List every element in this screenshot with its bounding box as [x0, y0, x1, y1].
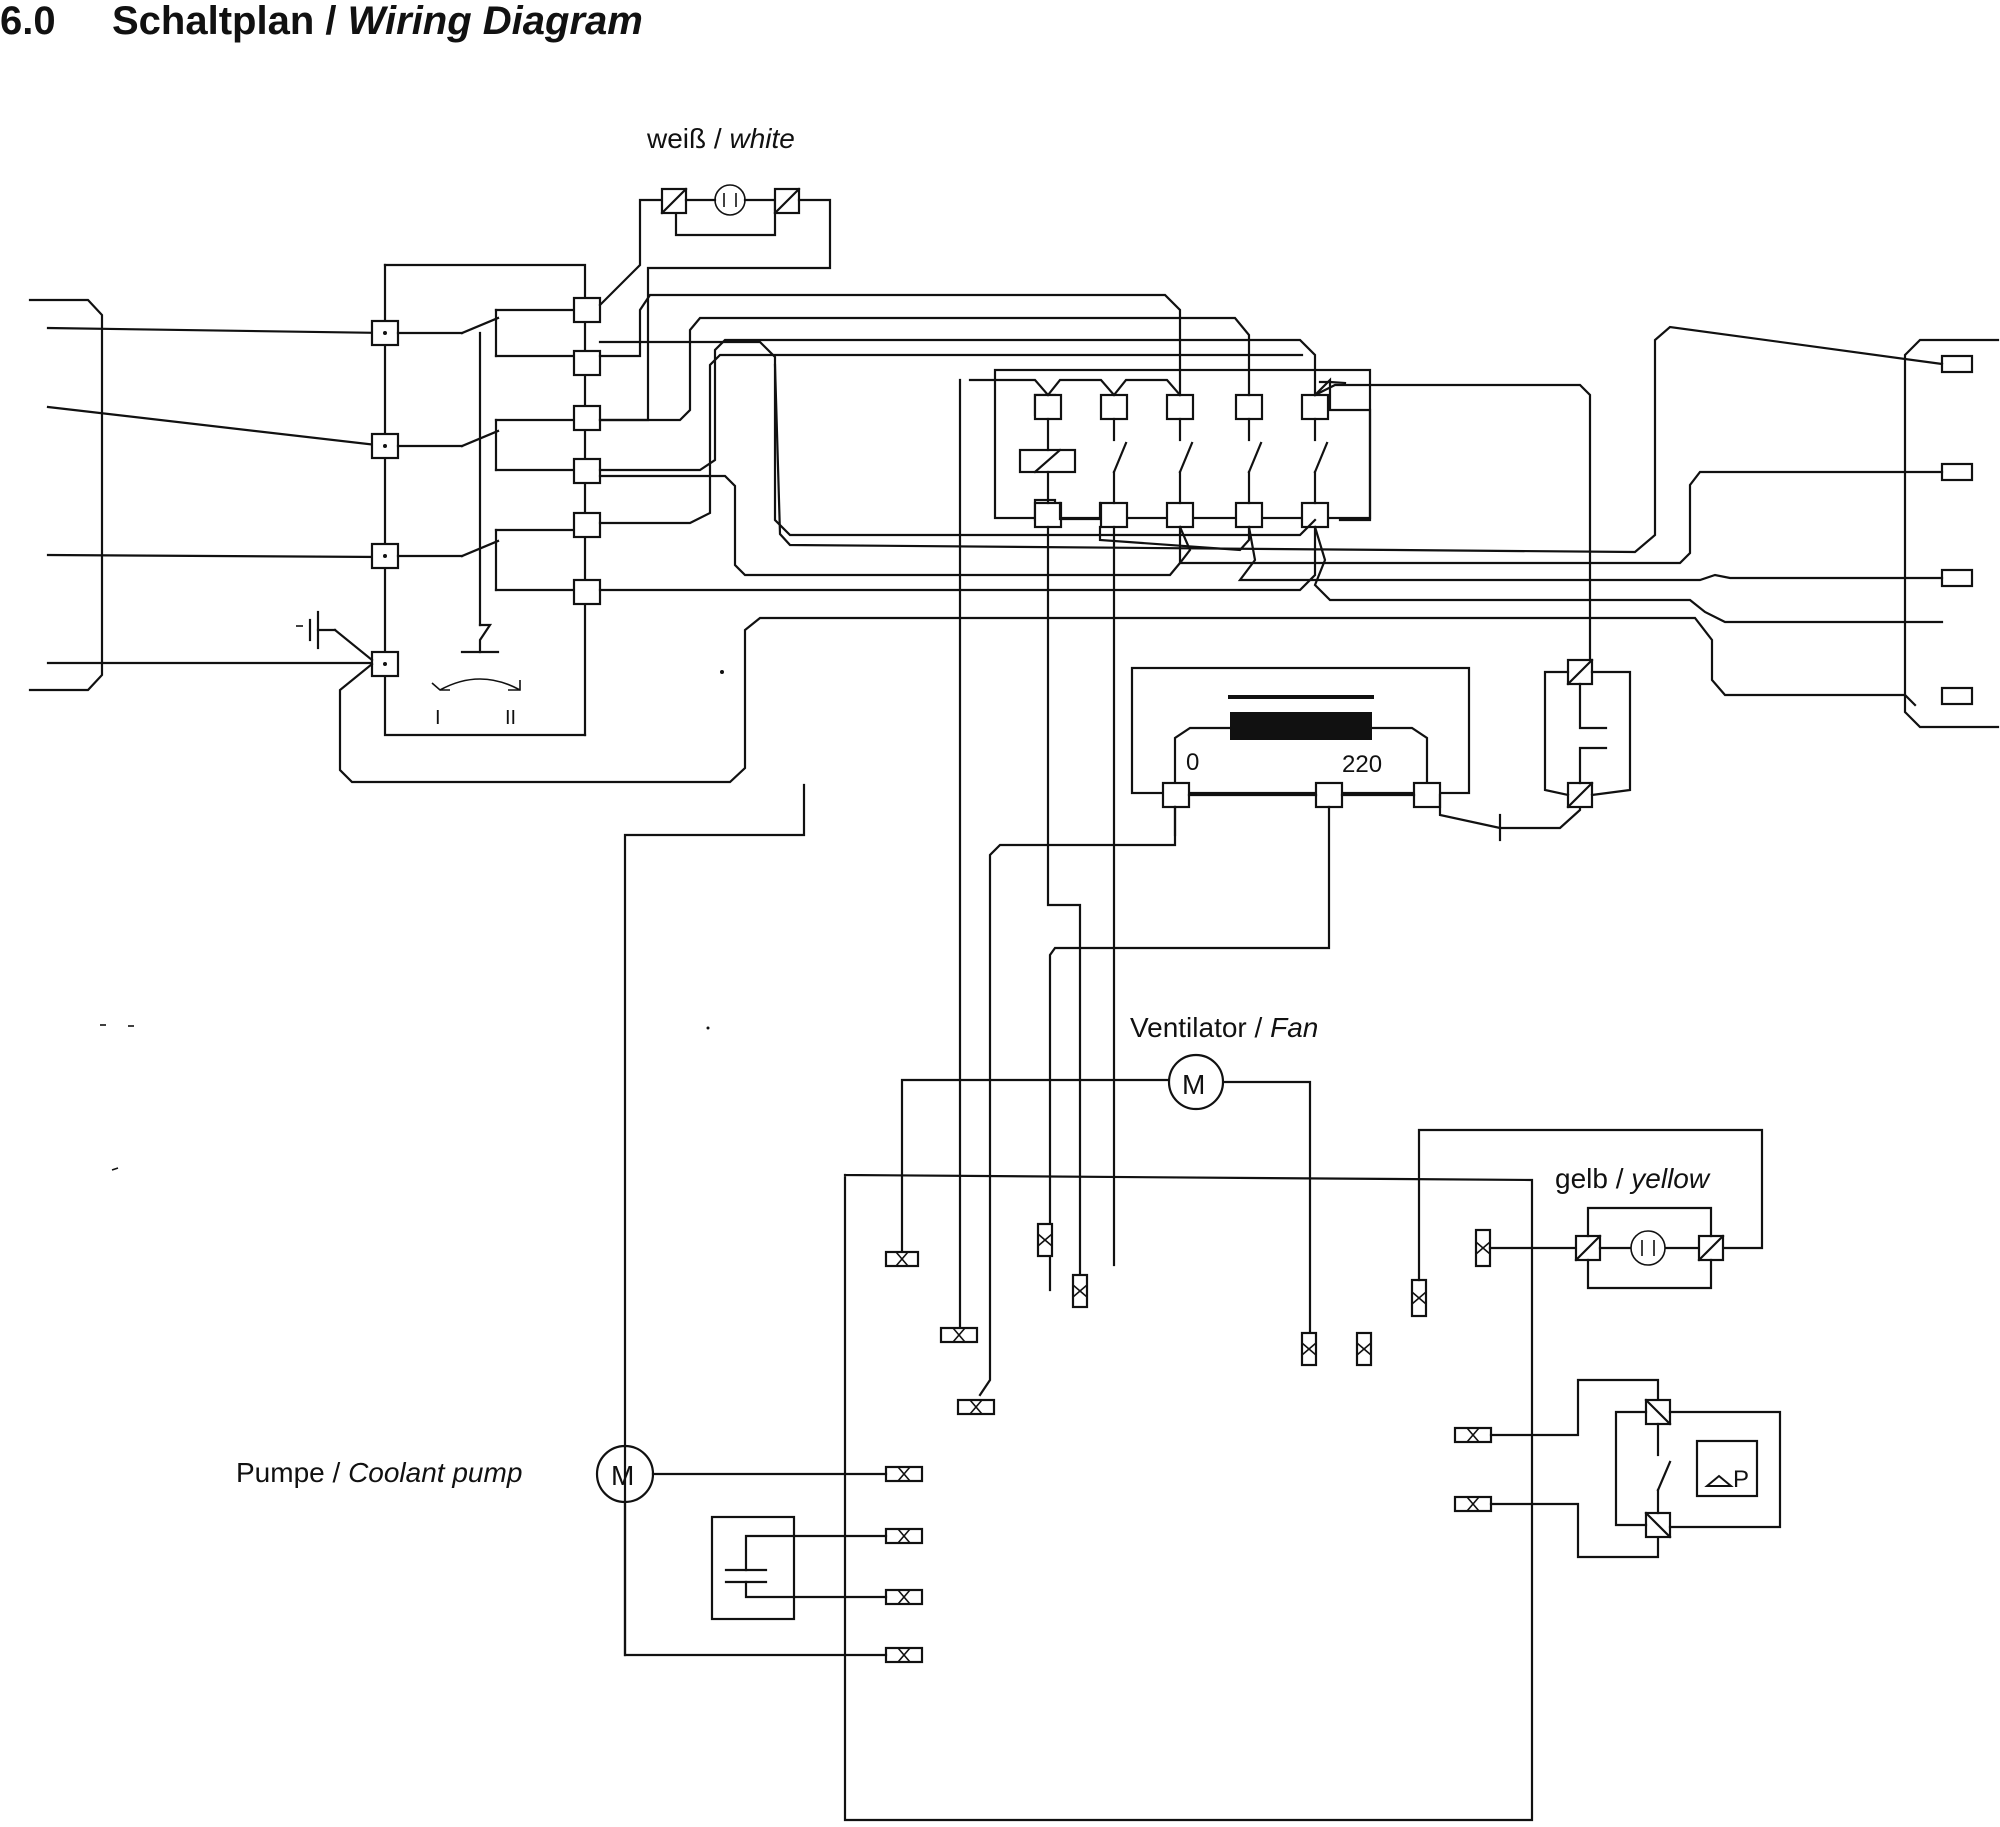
lamp-icon: [714, 184, 746, 216]
left-terminal-column: [370, 263, 587, 737]
transformer-tap-220-label: 220: [1342, 751, 1382, 778]
switch-output-terminals: [494, 296, 602, 737]
capacitor: [710, 1515, 888, 1621]
transformer-tap-0-label: 0: [1186, 749, 1199, 776]
yellow-lamp-icon: [1630, 1230, 1666, 1266]
pump-label: Pumpe / Coolant pump: [236, 1457, 522, 1488]
pressure-sensor: [1695, 1439, 1759, 1498]
contactor-bottom-1: [1033, 501, 1063, 529]
pump-motor-symbol: M: [611, 1460, 634, 1491]
output-wires: [773, 325, 1944, 662]
contactor-top-2: [1099, 393, 1129, 421]
left-mains-connector: [28, 298, 104, 692]
ground-icon: [296, 610, 374, 662]
fan-motor: Ventilator / Fan M: [900, 1012, 1318, 1347]
pe-wire: [338, 616, 1917, 784]
title-de: Schaltplan /: [112, 0, 348, 43]
transformer: 0 220: [1130, 666, 1471, 809]
pump-supply-wire: [623, 783, 806, 1657]
transformer-tap-out: [1412, 781, 1442, 809]
fan-motor-symbol: M: [1182, 1069, 1205, 1100]
pressure-icon: [1704, 1474, 1734, 1487]
transformer-tap-220: [1314, 781, 1344, 809]
capacitor-frame: [710, 1515, 796, 1621]
main-switch: I II: [396, 308, 521, 729]
terminal-6: [572, 578, 602, 606]
terminal-1: [572, 296, 602, 324]
terminal-2: [572, 349, 602, 377]
page-title: Schaltplan / Wiring Diagram: [112, 0, 643, 43]
section-number: 6.0: [0, 0, 56, 43]
transformer-frame: [1130, 666, 1471, 795]
right-output-connector: [1903, 338, 2000, 729]
contactor-top-3: [1165, 393, 1195, 421]
white-lamp-label: weiß / white: [646, 123, 795, 154]
terminal-4: [572, 457, 602, 485]
contactor: [968, 368, 1372, 529]
mains-input-wires: [46, 326, 387, 665]
transformer-tap-0: [1161, 781, 1191, 809]
board-connectors: [884, 1222, 1493, 1664]
contactor-bottom-3: [1165, 501, 1195, 529]
transformer-core: [1230, 712, 1372, 740]
control-board: [843, 1173, 1534, 1822]
control-wiring: [958, 378, 1331, 1397]
terminal-5: [572, 511, 602, 539]
yellow-lamp-label: gelb / yellow: [1555, 1163, 1711, 1194]
thermal-switch: [1438, 658, 1632, 842]
contactor-top-5: [1300, 393, 1330, 421]
contactor-bottom-5: [1300, 501, 1330, 529]
scan-specks: [100, 670, 724, 1171]
contactor-bottom-4: [1234, 501, 1264, 529]
contactor-top-1: [1033, 393, 1063, 421]
internal-wiring: [598, 293, 1317, 592]
title-en: Wiring Diagram: [348, 0, 643, 43]
contactor-top-4: [1234, 393, 1264, 421]
fan-label: Ventilator / Fan: [1130, 1012, 1318, 1043]
yellow-indicator-lamp: gelb / yellow: [1417, 1128, 1764, 1290]
switch-position-1: I: [435, 707, 441, 729]
coolant-pump: Pumpe / Coolant pump M: [236, 1444, 888, 1657]
switch-position-2: II: [505, 707, 516, 729]
terminal-3: [572, 404, 602, 432]
pressure-switch: P: [1489, 1378, 1782, 1559]
contactor-bottom-2: [1099, 501, 1129, 529]
pressure-symbol: P: [1733, 1466, 1749, 1493]
